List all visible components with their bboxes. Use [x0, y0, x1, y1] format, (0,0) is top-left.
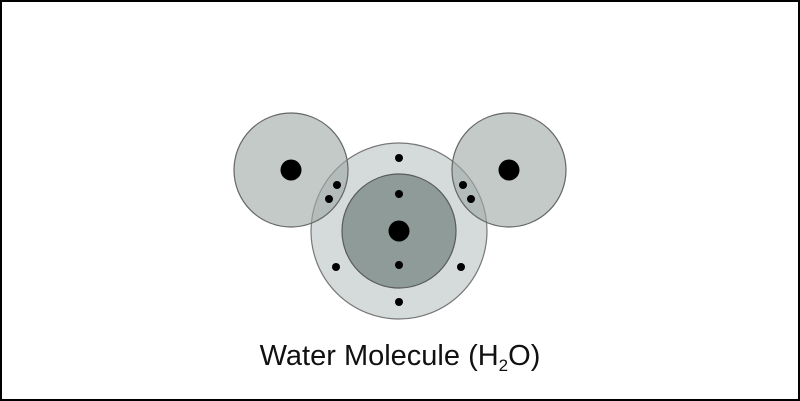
oxygen-inner-electron: [395, 190, 403, 198]
diagram-caption: Water Molecule (H2O): [2, 336, 798, 376]
hydrogen-right-nucleus: [498, 159, 520, 181]
caption-subscript: 2: [498, 356, 509, 375]
shared-electron-left: [333, 181, 341, 189]
oxygen-outer-electron: [457, 263, 465, 271]
caption-text: Water Molecule (H: [259, 340, 499, 372]
hydrogen-left-nucleus: [280, 159, 302, 181]
oxygen-outer-electron: [332, 263, 340, 271]
caption-text-end: O): [508, 340, 541, 372]
oxygen-inner-electron: [395, 261, 403, 269]
shared-electron-left: [325, 195, 333, 203]
oxygen-nucleus: [388, 220, 410, 242]
oxygen-outer-electron: [395, 298, 403, 306]
shared-electron-right: [467, 195, 475, 203]
oxygen-outer-electron: [395, 154, 403, 162]
shared-electron-right: [459, 181, 467, 189]
